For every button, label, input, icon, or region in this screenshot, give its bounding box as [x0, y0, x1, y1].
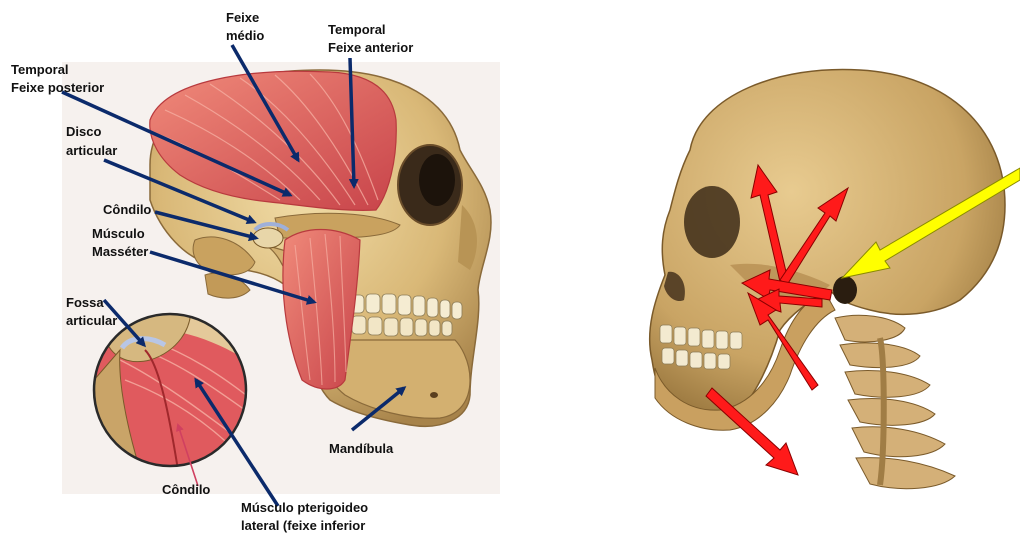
label-feixe-medio: Feixe médio — [226, 10, 264, 43]
left-anatomy-figure: Feixe médio Temporal Feixe anterior Temp… — [11, 10, 500, 533]
label-temporal-anterior: Temporal Feixe anterior — [328, 22, 413, 55]
right-skull-figure — [650, 69, 1020, 488]
label-condilo-inset: Côndilo — [162, 482, 210, 497]
right-orbit — [684, 186, 740, 258]
label-condilo: Côndilo — [103, 202, 151, 217]
cervical-spine — [835, 315, 955, 488]
label-musculo-pterigoideo: Músculo pterigoideo lateral (feixe infer… — [241, 500, 372, 533]
label-mandibula: Mandíbula — [329, 441, 394, 456]
